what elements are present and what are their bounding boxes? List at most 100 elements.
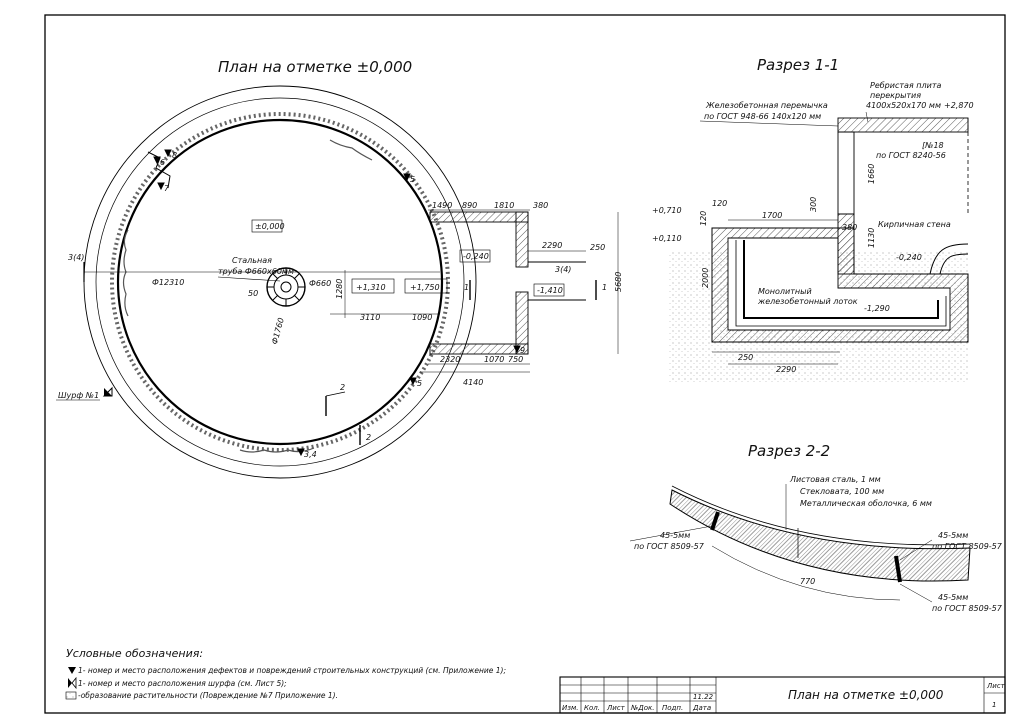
dim-2290: 2290: [542, 241, 562, 250]
dim-1810: 1810: [494, 201, 514, 210]
dim-2000: 2000: [701, 268, 710, 288]
tb-date: 11.22: [693, 693, 714, 701]
gost-label-1: по ГОСТ 8509-57: [634, 542, 705, 551]
dim-380-s: 380: [842, 223, 857, 232]
elev-m1410: -1,410: [537, 286, 563, 295]
dim-3110: 3110: [360, 313, 380, 322]
elev-m0240-s: -0,240: [896, 253, 922, 262]
gost-label-2: по ГОСТ 8509-57: [932, 542, 1003, 551]
dim-1070: 1070: [484, 355, 504, 364]
layer-label-2: Стекловата, 100 мм: [800, 487, 884, 496]
dim-4140: 4140: [463, 378, 483, 387]
tb-sheet-number: 1: [992, 701, 996, 709]
dim-890: 890: [462, 201, 477, 210]
legend-item-1: 1- номер и место расположения дефектов и…: [78, 666, 506, 675]
slab-label-1: Ребристая плита: [870, 81, 941, 90]
elev-0710: +0,710: [652, 206, 682, 215]
elev-1750: +1,750: [410, 283, 440, 292]
dim-1700: 1700: [762, 211, 782, 220]
elev-2870: +2,870: [944, 101, 974, 110]
weld-label-2: 45-5мм: [938, 531, 968, 540]
section11-drawing: Ребристая плита перекрытия 4100х520х170 …: [652, 81, 974, 384]
dim-5680: 5680: [614, 272, 623, 292]
tb-col-2: Лист: [606, 704, 626, 712]
defect-5b: 5: [417, 379, 422, 388]
defect-5a: 5: [410, 175, 415, 184]
dim-2320: 2320: [440, 355, 460, 364]
legend-item-3: -образование растительности (Повреждение…: [78, 691, 338, 700]
weld-label-3: 45-5мм: [938, 593, 968, 602]
plan-title: План на отметке ±0,000: [218, 58, 412, 76]
sec-2-b: 2: [366, 433, 371, 442]
sec-1-a: 1: [464, 283, 469, 292]
dim-300: 300: [809, 197, 818, 212]
pipe-label-2: труба Ф660х60мм: [218, 267, 294, 276]
sec-3-4-left: 3(4): [68, 253, 84, 262]
dim-120-a: 120: [712, 199, 727, 208]
defect-7: 7: [164, 184, 170, 193]
sheet-frame: [44, 14, 1006, 714]
defect-6: 6: [160, 158, 165, 167]
dim-1130: 1130: [867, 228, 876, 248]
tb-col-3: №Док.: [630, 704, 655, 712]
dim-1660: 1660: [867, 164, 876, 184]
dim-50: 50: [248, 289, 258, 298]
sec-1-b: 1: [602, 283, 607, 292]
center-mark: ±0,000: [255, 222, 285, 231]
tb-sheet-label: Лист: [986, 682, 1006, 690]
section11-title: Разрез 1-1: [757, 56, 839, 74]
dim-2290-s: 2290: [776, 365, 796, 374]
legend-item-2: 1- номер и место расположения шурфа (см.…: [78, 679, 287, 688]
brick-label: Кирпичная стена: [878, 220, 951, 229]
dim-12310: Ф12310: [152, 278, 184, 287]
dim-1090: 1090: [412, 313, 432, 322]
pit-label: Шурф №1: [58, 391, 99, 400]
layer-label-3: Металлическая оболочка, 6 мм: [800, 499, 932, 508]
tb-col-0: Изм.: [562, 704, 578, 712]
defect-3-4: 3,4: [304, 450, 317, 459]
pit-marker-icon: [68, 678, 72, 688]
defect-9: 9: [520, 346, 525, 355]
legend: Условные обозначения: 1- номер и место р…: [65, 647, 506, 700]
sec-2-a: 2: [340, 383, 345, 392]
tray-label-1: Монолитный: [758, 287, 812, 296]
lintel-label-2: по ГОСТ 948-66 140х120 мм: [704, 112, 821, 121]
channel-label-1: [№18: [922, 141, 944, 150]
vegetation-icon: [65, 691, 77, 700]
dim-250: 250: [590, 243, 605, 252]
dim-660: Ф660: [309, 279, 331, 288]
dim-750: 750: [508, 355, 523, 364]
elev-1310: +1,310: [356, 283, 386, 292]
gost-label-3: по ГОСТ 8509-57: [932, 604, 1003, 613]
dim-380: 380: [533, 201, 548, 210]
lintel-label-1: Железобетонная перемычка: [705, 101, 828, 110]
weld-label-1: 45-5мм: [660, 531, 690, 540]
dim-1760: Ф1760: [270, 317, 286, 346]
elev-m1290: -1,290: [864, 304, 890, 313]
slab-label-2: перекрытия: [870, 91, 921, 100]
tb-col-1: Кол.: [584, 704, 600, 712]
tray-label-2: железобетонный лоток: [757, 297, 858, 306]
dim-250-s: 250: [738, 353, 753, 362]
tb-col-5: Дата: [692, 704, 711, 712]
slab-label-3: 4100х520х170 мм: [866, 101, 941, 110]
section22-drawing: Листовая сталь, 1 мм Стекловата, 100 мм …: [629, 475, 1003, 613]
sec-3-4-right: 3(4): [555, 265, 571, 274]
defect-8: 8: [172, 151, 177, 160]
elev-0110: +0,110: [652, 234, 682, 243]
elev-m0240: -0,240: [463, 252, 489, 261]
plan-drawing: ±0,000 Стальная труба Ф660х60мм 50 Ф660 …: [56, 85, 623, 479]
section22-title: Разрез 2-2: [748, 442, 830, 460]
legend-title: Условные обозначения:: [66, 647, 203, 660]
dim-1280: 1280: [335, 279, 344, 299]
tb-col-4: Подп.: [662, 704, 683, 712]
defect-marker-icon: [68, 667, 76, 674]
dim-1490: 1490: [432, 201, 452, 210]
pipe-label-1: Стальная: [232, 256, 272, 265]
channel-label-2: по ГОСТ 8240-56: [876, 151, 946, 160]
layer-label-1: Листовая сталь, 1 мм: [789, 475, 881, 484]
tb-drawing-name: План на отметке ±0,000: [788, 688, 944, 702]
dim-120-b: 120: [699, 211, 708, 226]
